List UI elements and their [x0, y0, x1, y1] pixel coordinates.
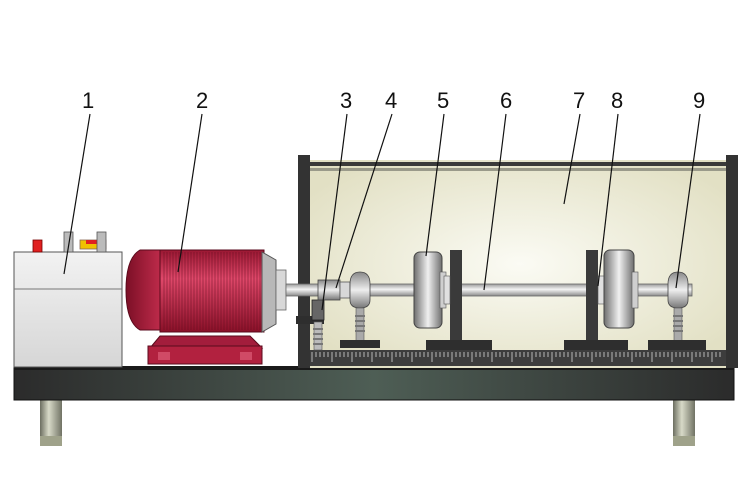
leader-8	[597, 113, 619, 287]
label-6: 6	[500, 88, 512, 113]
label-8: 8	[611, 88, 623, 113]
leader-3	[321, 113, 348, 311]
base-plate	[13, 366, 735, 401]
switch-post	[63, 231, 74, 253]
enclosure	[298, 155, 738, 368]
leader-2	[177, 113, 203, 273]
labels: 1 2 3 4 5 6 7 8 9	[82, 88, 705, 113]
label-1: 1	[82, 88, 94, 113]
leader-1	[63, 113, 91, 275]
base-legs	[40, 398, 695, 446]
bearing-left	[340, 271, 380, 348]
red-indicator	[32, 239, 43, 253]
scale-rail	[310, 350, 726, 366]
leader-4	[335, 113, 393, 289]
bearing-right	[648, 271, 706, 350]
rotor-disk-left	[413, 251, 447, 329]
leader-5	[425, 113, 445, 257]
leader-6	[483, 113, 507, 291]
rail-ticks	[311, 352, 721, 362]
switch-post-2	[96, 231, 107, 253]
leader-9	[675, 113, 701, 289]
rotor-disk-right	[603, 249, 639, 329]
label-5: 5	[437, 88, 449, 113]
label-7: 7	[573, 88, 585, 113]
label-2: 2	[196, 88, 208, 113]
motor-fins	[163, 252, 261, 330]
leader-7	[563, 113, 581, 205]
motor	[125, 249, 287, 365]
label-3: 3	[340, 88, 352, 113]
label-4: 4	[385, 88, 397, 113]
support-stand-left	[426, 250, 492, 350]
control-box	[13, 231, 123, 368]
label-9: 9	[693, 88, 705, 113]
coupling	[317, 279, 351, 301]
leader-lines	[63, 113, 701, 311]
